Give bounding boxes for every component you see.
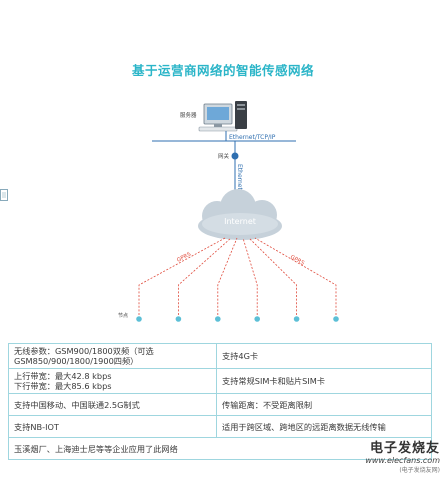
table-cell: 上行带宽：最大42.8 kbps 下行带宽：最大85.6 kbps (8, 368, 217, 394)
table-row: 支持NB-IOT 适用于跨区域、跨地区的远距离数据无线传输 (8, 415, 432, 438)
watermark-url: www.elecfans.com (365, 456, 440, 465)
link-label-right: GPRS (289, 254, 305, 267)
table-footer-cell: 玉溪烟厂、上海迪士尼等等企业应用了此网络 (8, 437, 432, 460)
table-row: 上行带宽：最大42.8 kbps 下行带宽：最大85.6 kbps 支持常规SI… (8, 368, 432, 394)
sensor-node-icon (214, 315, 222, 323)
wireless-link-line (178, 237, 232, 315)
wireless-link-line (138, 237, 226, 315)
gateway-label: 网关 (218, 152, 230, 160)
server-label: 服务器 (180, 111, 197, 119)
table-cell: 支持中国移动、中国联通2.5G制式 (8, 393, 217, 416)
table-cell: 适用于跨区域、跨地区的远距离数据无线传输 (216, 415, 432, 438)
wireless-link-line (242, 237, 258, 315)
internet-cloud-icon (198, 189, 282, 240)
sensor-node-icon (135, 315, 143, 323)
table-cell: 支持4G卡 (216, 343, 432, 369)
ethernet-top-label: Ethernet/TCP/IP (229, 134, 276, 141)
table-cell-line: 上行带宽：最大42.8 kbps 下行带宽：最大85.6 kbps (14, 371, 112, 391)
page-title: 基于运营商网络的智能传感网络 (131, 63, 314, 78)
gateway-icon (231, 152, 239, 160)
server-icon (198, 101, 247, 132)
network-diagram: 服务器 Ethernet/TCP/IP 网关 Ethernet Internet… (118, 101, 340, 323)
wireless-link-line (217, 237, 238, 315)
table-row: 玉溪烟厂、上海迪士尼等等企业应用了此网络 (8, 437, 432, 460)
wireless-link-line (248, 237, 297, 315)
node-label: 节点 (118, 313, 128, 319)
sensor-node-icon (174, 315, 182, 323)
table-row: 无线参数：GSM900/1800双频（可选GSM850/900/1800/190… (8, 343, 432, 369)
table-row: 支持中国移动、中国联通2.5G制式 传输距离：不受距离限制 (8, 393, 432, 416)
sensor-node-icon (332, 315, 340, 323)
wireless-links (138, 237, 337, 315)
document-icon (0, 186, 8, 201)
table-cell: 传输距离：不受距离限制 (216, 393, 432, 416)
internet-label: Internet (224, 217, 256, 226)
sensor-node-icon (292, 315, 301, 323)
watermark-tagline: (电子发烧友网) (399, 467, 440, 474)
sensor-nodes (135, 315, 340, 323)
link-label-left: GPRS (176, 251, 192, 264)
sensor-node-icon (253, 315, 261, 323)
watermark-logo: 电子发烧友 (369, 441, 440, 456)
watermark: 电子发烧友 www.elecfans.com (电子发烧友网) (365, 437, 440, 474)
ethernet-vertical-label: Ethernet (236, 164, 243, 190)
table-cell: 支持常规SIM卡和贴片SIM卡 (216, 368, 432, 394)
table-cell: 支持NB-IOT (8, 415, 217, 438)
wireless-link-line (254, 237, 337, 315)
spec-table: 无线参数：GSM900/1800双频（可选GSM850/900/1800/190… (8, 343, 432, 460)
table-cell: 无线参数：GSM900/1800双频（可选GSM850/900/1800/190… (8, 343, 217, 369)
